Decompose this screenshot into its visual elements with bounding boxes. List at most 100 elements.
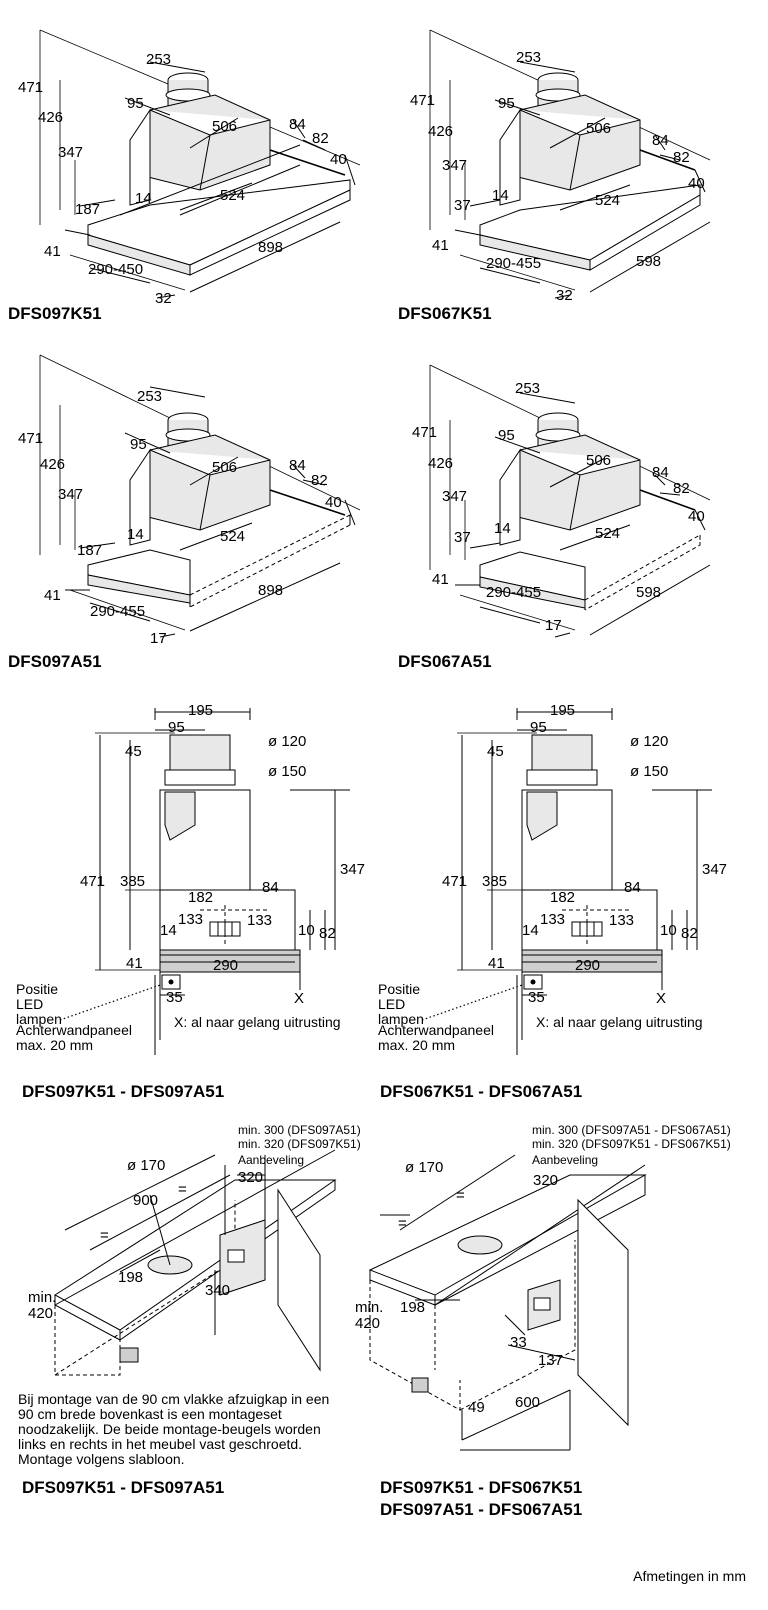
- dim-84: 84: [289, 116, 306, 133]
- dim-95: 95: [127, 95, 144, 112]
- dim-14: 14: [494, 520, 511, 537]
- x-note: X: al naar gelang uitrusting: [536, 1014, 703, 1030]
- dim-898: 898: [258, 239, 283, 256]
- dim-equal-1: =: [178, 1181, 187, 1198]
- dim-min420: 420: [355, 1315, 380, 1332]
- dim-95: 95: [130, 436, 147, 453]
- dim-min-label: min.: [28, 1289, 56, 1306]
- side-title-dfs097: DFS097K51 - DFS097A51: [22, 1082, 225, 1101]
- dim-x: X: [656, 990, 666, 1007]
- dim-290-450: 290-450: [88, 261, 143, 278]
- dim-426: 426: [38, 109, 63, 126]
- install-title-60cm-line2: DFS097A51 - DFS067A51: [380, 1500, 583, 1519]
- dim-d120: ø 120: [268, 733, 306, 750]
- dim-198: 198: [400, 1299, 425, 1316]
- install-drawing: ø 170 = = 320 198 33 137 49 600 min. 420: [355, 1154, 647, 1451]
- dim-385: 385: [482, 873, 507, 890]
- install-title-90cm: DFS097K51 - DFS097A51: [22, 1478, 225, 1497]
- side-view-dfs067: 195 95 ø 120 ø 150 45 471 385 347 182 84…: [362, 700, 746, 1075]
- dim-45: 45: [125, 743, 142, 760]
- dim-41: 41: [44, 587, 61, 604]
- dim-600: 600: [515, 1394, 540, 1411]
- install-title-60cm-line1: DFS097K51 - DFS067K51: [380, 1478, 583, 1497]
- dim-d170: ø 170: [127, 1157, 165, 1174]
- install-note-90cm: Bij montage van de 90 cm vlakke afzuigka…: [18, 1391, 330, 1467]
- dim-471: 471: [410, 92, 435, 109]
- dim-471: 471: [80, 873, 105, 890]
- dim-14: 14: [127, 526, 144, 543]
- dim-95: 95: [168, 719, 185, 736]
- dim-524: 524: [595, 525, 620, 542]
- dim-471: 471: [412, 424, 437, 441]
- dim-347: 347: [58, 144, 83, 161]
- dim-195: 195: [550, 702, 575, 719]
- dim-17: 17: [545, 617, 562, 634]
- dim-133-right: 133: [609, 912, 634, 929]
- dim-95: 95: [498, 427, 515, 444]
- dim-253: 253: [515, 380, 540, 397]
- dim-133-left: 133: [178, 911, 203, 928]
- dim-340: 340: [205, 1282, 230, 1299]
- dim-10: 10: [298, 922, 315, 939]
- dim-182: 182: [188, 889, 213, 906]
- dim-253: 253: [146, 51, 171, 68]
- led-position-label: Positie LED lampen: [16, 981, 62, 1027]
- min-320-note: min. 320 (DFS097K51): [238, 1137, 361, 1151]
- dim-40: 40: [325, 494, 342, 511]
- dim-82: 82: [673, 480, 690, 497]
- dim-506: 506: [586, 452, 611, 469]
- dim-524: 524: [220, 528, 245, 545]
- dim-347: 347: [442, 488, 467, 505]
- dim-d170: ø 170: [405, 1159, 443, 1176]
- dim-equal-1: =: [456, 1187, 465, 1204]
- dim-35: 35: [528, 989, 545, 1006]
- dim-82: 82: [673, 149, 690, 166]
- dim-equal-2: =: [398, 1215, 407, 1232]
- dim-290-455: 290-455: [486, 584, 541, 601]
- dim-min-label: min.: [355, 1299, 383, 1316]
- dim-37: 37: [454, 529, 471, 546]
- dim-137: 137: [538, 1352, 563, 1369]
- dim-95: 95: [530, 719, 547, 736]
- dim-14: 14: [522, 922, 539, 939]
- side-drawing: 195 95 ø 120 ø 150 45 471 385 347 182 84…: [59, 702, 365, 1055]
- dim-41: 41: [488, 955, 505, 972]
- install-drawing: ø 170 900 = = 320 198 340 min. 420: [28, 1149, 337, 1376]
- drawing-dfs067a51: 471 426 347 253 95 506 84 82 40 524 37 1…: [390, 345, 768, 645]
- dim-82: 82: [312, 130, 329, 147]
- dim-17: 17: [150, 630, 167, 647]
- dim-290-455: 290-455: [90, 603, 145, 620]
- model-title-dfs067a51: DFS067A51: [398, 652, 492, 671]
- dim-426: 426: [40, 456, 65, 473]
- dim-41: 41: [44, 243, 61, 260]
- drawing-dfs067k51: 471 426 347 253 95 506 84 82 40 524 37 1…: [390, 0, 768, 304]
- dim-40: 40: [688, 175, 705, 192]
- dim-187: 187: [77, 542, 102, 559]
- dim-290: 290: [575, 957, 600, 974]
- dim-182: 182: [550, 889, 575, 906]
- dim-900: 900: [133, 1192, 158, 1209]
- dim-320: 320: [238, 1169, 263, 1186]
- dim-32: 32: [155, 290, 172, 307]
- iso-drawing: 471 426 347 253 95 506 84 82 40 524 187 …: [18, 29, 361, 307]
- dim-d150: ø 150: [630, 763, 668, 780]
- dim-d120: ø 120: [630, 733, 668, 750]
- dim-84: 84: [624, 879, 641, 896]
- side-drawing: 195 95 ø 120 ø 150 45 471 385 347 182 84…: [421, 702, 727, 1055]
- wall-panel-label: Achterwandpaneel max. 20 mm: [378, 1022, 494, 1053]
- dim-195: 195: [188, 702, 213, 719]
- dim-506: 506: [212, 118, 237, 135]
- drawing-dfs097a51: 471 426 347 253 95 506 84 82 40 524 187 …: [0, 345, 384, 647]
- recommendation-label: Aanbeveling: [238, 1153, 305, 1167]
- dim-84: 84: [289, 457, 306, 474]
- dim-426: 426: [428, 455, 453, 472]
- dim-82: 82: [319, 925, 336, 942]
- dim-471: 471: [18, 430, 43, 447]
- side-view-dfs097: 195 95 ø 120 ø 150 45 471 385 347 182 84…: [0, 700, 384, 1075]
- model-title-dfs097k51: DFS097K51: [8, 304, 102, 323]
- iso-drawing: 471 426 347 253 95 506 84 82 40 524 37 1…: [412, 364, 711, 638]
- dim-84: 84: [262, 879, 279, 896]
- dim-40: 40: [688, 508, 705, 525]
- dim-14: 14: [160, 922, 177, 939]
- dim-45: 45: [487, 743, 504, 760]
